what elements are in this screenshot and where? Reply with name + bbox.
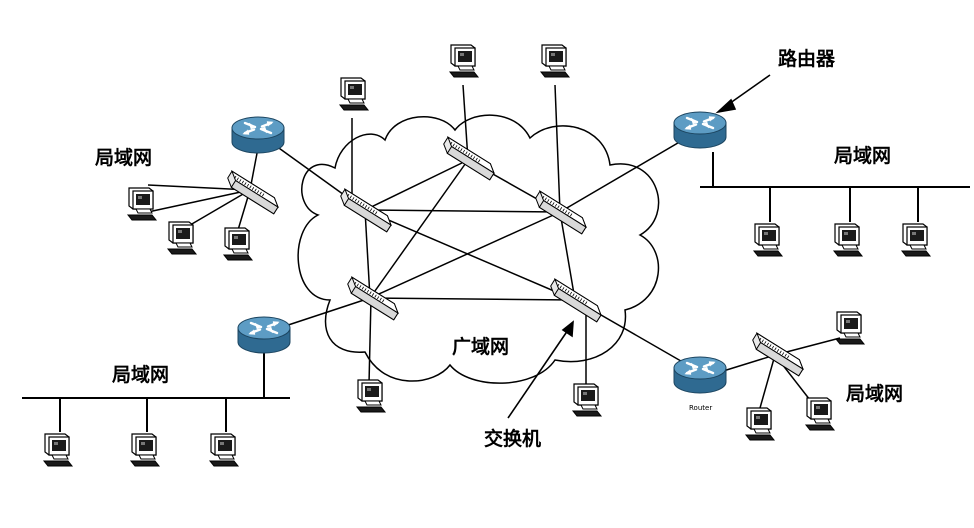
computer-icon — [43, 433, 73, 467]
router-caption: Router — [689, 404, 713, 412]
router-icon — [672, 355, 728, 395]
computer-icon — [209, 433, 239, 467]
computer-icon — [449, 44, 479, 78]
computer-icon — [223, 227, 253, 261]
router-icon — [230, 115, 286, 155]
computer-icon — [540, 44, 570, 78]
router-icon — [236, 315, 292, 355]
lan-label-top-right: 局域网 — [834, 145, 892, 167]
arrow-icon — [715, 74, 771, 114]
router-label: 路由器 — [778, 48, 836, 70]
computer-icon — [805, 397, 835, 431]
computer-icon — [130, 433, 160, 467]
router-icon — [672, 110, 728, 150]
wan-label: 广域网 — [452, 336, 510, 358]
lan-label-top-left: 局域网 — [95, 147, 153, 169]
computer-icon — [835, 311, 865, 345]
computer-icon — [753, 223, 783, 257]
computer-icon — [745, 407, 775, 441]
lan-buses — [22, 152, 970, 432]
computer-icon — [901, 223, 931, 257]
computer-icon — [339, 77, 369, 111]
computer-icon — [833, 223, 863, 257]
computer-icon — [167, 221, 197, 255]
switch-icon — [749, 332, 807, 377]
computer-icon — [127, 187, 157, 221]
switch-label: 交换机 — [484, 428, 542, 450]
lan-label-bottom-left: 局域网 — [112, 364, 170, 386]
lan-label-bottom-right: 局域网 — [846, 383, 904, 405]
computer-icon — [356, 379, 386, 413]
computer-icon — [572, 383, 602, 417]
arrow-icon — [507, 320, 574, 419]
